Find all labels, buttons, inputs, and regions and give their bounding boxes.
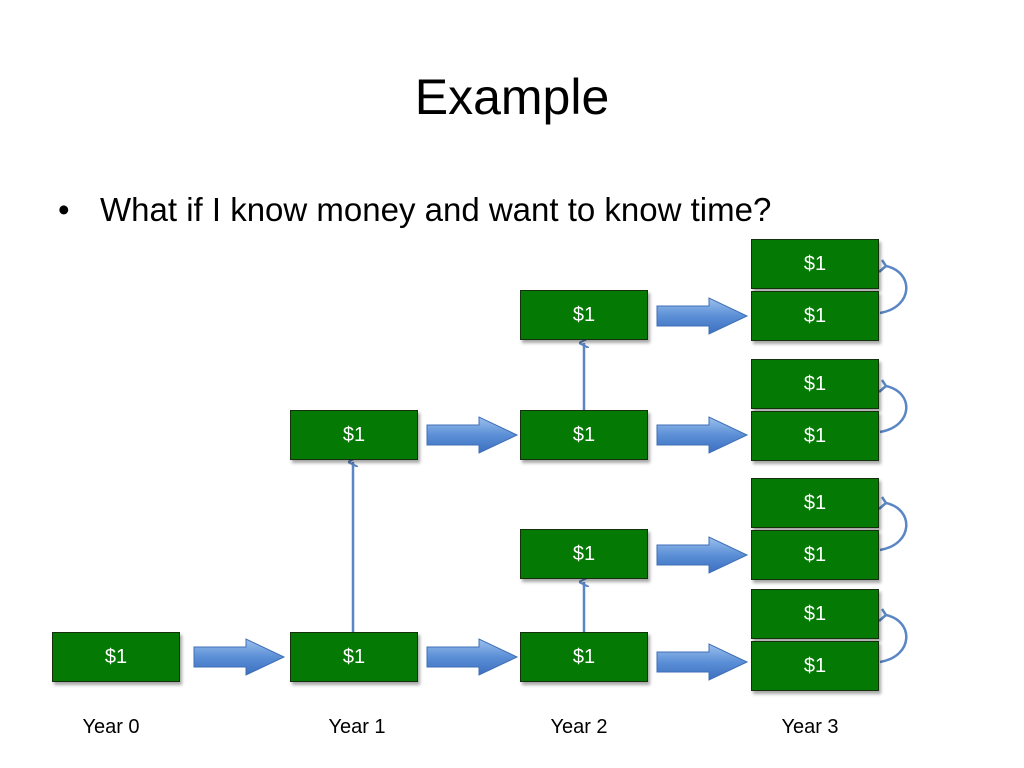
- doubling-arrow: [879, 613, 908, 664]
- year-label: Year 1: [328, 716, 386, 738]
- bullet-marker: •: [58, 191, 70, 228]
- year-label: Year 3: [781, 716, 839, 738]
- slide-title: Example: [414, 69, 610, 125]
- right-arrow: [193, 638, 286, 676]
- dollar-box: $1: [751, 530, 879, 580]
- right-arrow: [656, 643, 749, 681]
- doubling-arrow-head: [878, 379, 888, 393]
- right-arrow: [656, 297, 749, 335]
- right-arrow: [426, 638, 519, 676]
- dollar-box: $1: [751, 589, 879, 639]
- bullet-item: • What if I know money and want to know t…: [58, 188, 771, 232]
- dollar-box: $1: [290, 632, 418, 682]
- bullet-text: What if I know money and want to know ti…: [100, 191, 772, 228]
- doubling-arrow: [879, 501, 908, 552]
- year-label: Year 0: [82, 716, 140, 738]
- dollar-box: $1: [520, 529, 648, 579]
- year-label: Year 2: [550, 716, 608, 738]
- dollar-box: $1: [751, 411, 879, 461]
- doubling-arrow-head: [878, 259, 888, 273]
- right-arrow: [656, 416, 749, 454]
- dollar-box: $1: [520, 632, 648, 682]
- dollar-box: $1: [751, 359, 879, 409]
- dollar-box: $1: [751, 291, 879, 341]
- dollar-box: $1: [751, 239, 879, 289]
- doubling-arrow-head: [878, 608, 888, 622]
- doubling-arrow: [879, 264, 908, 315]
- dollar-box: $1: [52, 632, 180, 682]
- dollar-box: $1: [290, 410, 418, 460]
- dollar-box: $1: [520, 410, 648, 460]
- right-arrow: [426, 416, 519, 454]
- dollar-box: $1: [520, 290, 648, 340]
- doubling-arrow: [879, 384, 908, 434]
- dollar-box: $1: [751, 641, 879, 691]
- right-arrow: [656, 536, 749, 574]
- doubling-arrow-head: [878, 496, 888, 510]
- dollar-box: $1: [751, 478, 879, 528]
